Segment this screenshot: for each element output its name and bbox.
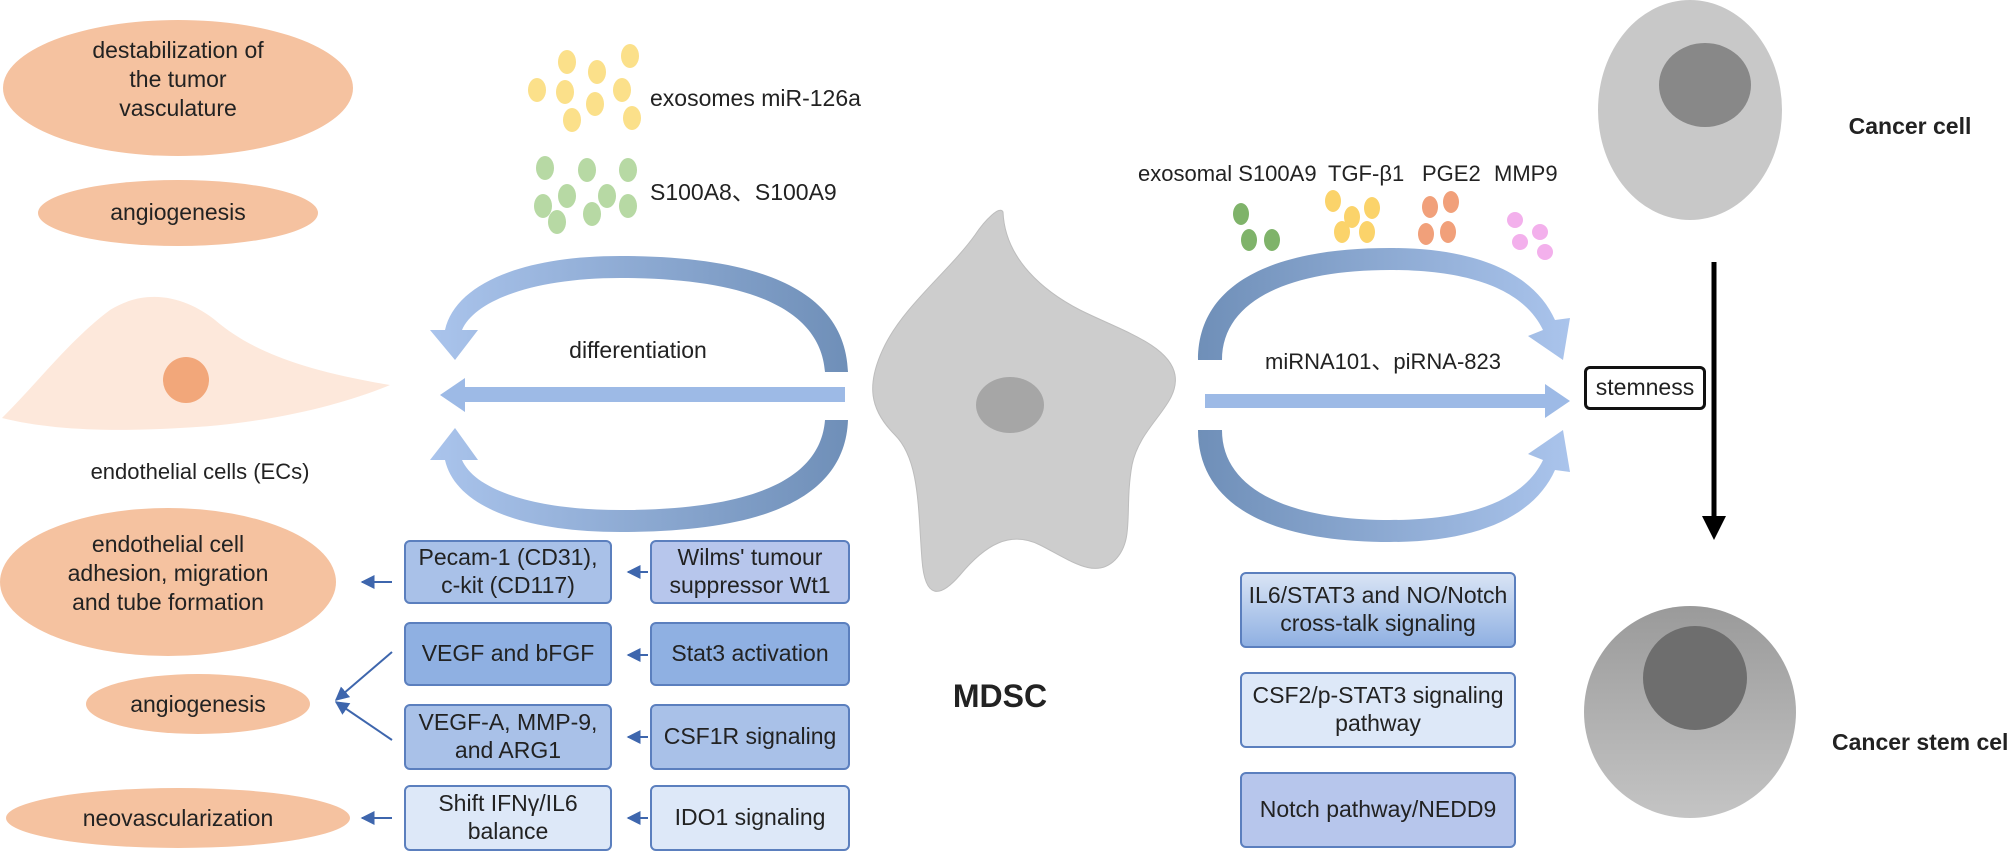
label-mdsc: MDSC [952, 678, 1048, 714]
right-lower-arc-arrow [1198, 430, 1570, 542]
mdsc-nucleus [976, 377, 1044, 433]
label-tgf-beta1: TGF-β1 [1328, 161, 1405, 186]
box-stat3-activation: Stat3 activation [650, 622, 850, 686]
mmp9-dots [1507, 212, 1553, 260]
label-angiogenesis-bottom: angiogenesis [130, 691, 266, 717]
box-ido1-signaling: IDO1 signaling [650, 785, 850, 851]
label-endothelial-cells: endothelial cells (ECs) [90, 459, 310, 484]
oval-angiogenesis-top [38, 180, 318, 246]
tgf-beta1-dots [1325, 190, 1380, 243]
box-pecam-ckit: Pecam-1 (CD31), c-kit (CD117) [404, 540, 612, 604]
oval-neovascularization [6, 788, 350, 848]
label-angiogenesis-top: angiogenesis [110, 199, 246, 225]
box-notch-nedd9: Notch pathway/NEDD9 [1240, 772, 1516, 848]
left-lower-arc-arrow [430, 420, 848, 532]
box-vegfa-mmp9-arg1: VEGF-A, MMP-9, and ARG1 [404, 704, 612, 770]
label-s100a8-s100a9: S100A8、S100A9 [650, 179, 837, 205]
arrow-vegfa-to-angiogenesis [334, 701, 393, 741]
box-wilms-tumour-wt1: Wilms' tumour suppressor Wt1 [650, 540, 850, 604]
pge2-dots [1418, 191, 1459, 245]
exosome-dots [528, 44, 641, 132]
box-il6-stat3-notch: IL6/STAT3 and NO/Notch cross-talk signal… [1240, 572, 1516, 648]
box-csf2-pstat3: CSF2/p-STAT3 signaling pathway [1240, 672, 1516, 748]
label-mmp9: MMP9 [1494, 161, 1558, 186]
exosomal-s100a9-dots [1233, 203, 1280, 251]
oval-ec-adhesion [0, 508, 336, 656]
left-straight-arrow [440, 378, 845, 412]
s100-dots [534, 156, 637, 234]
box-csf1r-signaling: CSF1R signaling [650, 704, 850, 770]
label-neovascularization: neovascularization [82, 805, 274, 831]
label-destabilization: destabilization of the tumor vasculature [92, 37, 264, 121]
cancer-stem-cell-nucleus [1643, 626, 1747, 730]
oval-angiogenesis-bottom [86, 674, 310, 734]
label-cancer-cell: Cancer cell [1848, 113, 1972, 139]
label-ec-adhesion: endothelial cell adhesion, migration and… [67, 531, 269, 615]
label-mirna101-pirna823: miRNA101、piRNA-823 [1265, 349, 1501, 374]
cancer-cell-nucleus [1659, 43, 1751, 127]
box-stemness: stemness [1584, 366, 1706, 410]
label-differentiation: differentiation [569, 337, 707, 363]
label-cancer-stem-cell: Cancer stem cell [1832, 729, 2008, 755]
right-straight-arrow [1205, 384, 1570, 418]
stemness-transition-arrowhead [1702, 516, 1726, 540]
label-exosomal-s100a9: exosomal S100A9 [1138, 161, 1317, 186]
arrow-vegf-to-angiogenesis [334, 651, 393, 701]
oval-destabilization [3, 20, 353, 156]
left-upper-arc-arrow [430, 256, 848, 372]
box-vegf-bfgf: VEGF and bFGF [404, 622, 612, 686]
label-pge2: PGE2 [1422, 161, 1481, 186]
right-upper-arc-arrow [1198, 248, 1570, 360]
label-exosomes-mir126a: exosomes miR-126a [650, 85, 861, 111]
endothelial-cell-nucleus [163, 357, 209, 403]
box-shift-ifng-il6: Shift IFNγ/IL6 balance [404, 785, 612, 851]
